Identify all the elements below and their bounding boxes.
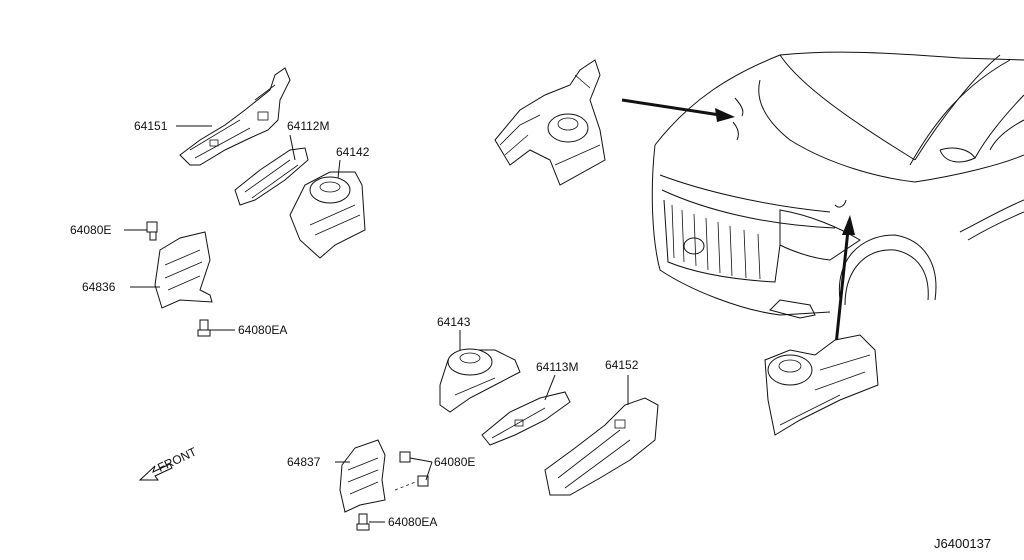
leader-lines [124, 125, 629, 523]
bolt-64080e-top [146, 221, 158, 241]
label-64080e-top: 64080E [70, 223, 111, 237]
car-outline [651, 51, 1024, 319]
label-64112m: 64112M [287, 119, 329, 133]
part-64152 [544, 397, 659, 496]
label-64143: 64143 [437, 315, 471, 329]
label-64142: 64142 [336, 145, 370, 159]
diagram-id: J6400137 [934, 536, 991, 551]
part-64112m [234, 147, 309, 206]
part-64113m [481, 391, 571, 446]
bolt-64080ea-bottom [356, 513, 370, 531]
part-64151 [179, 67, 291, 166]
part-64836 [154, 231, 213, 309]
label-64080ea-top: 64080EA [238, 323, 287, 337]
part-64142 [289, 171, 366, 259]
front-direction-indicator: FRONT [138, 444, 199, 481]
label-64113m: 64113M [536, 360, 578, 374]
label-64152: 64152 [605, 358, 639, 372]
label-64080ea-bottom: 64080EA [388, 515, 437, 529]
bolt-64080ea-top [197, 319, 211, 337]
upper-assembly-lh [494, 59, 606, 186]
front-label: FRONT [155, 444, 199, 474]
lower-assembly-rh [764, 334, 879, 436]
label-64151: 64151 [134, 119, 168, 133]
bolt-64080e-bottom [394, 451, 429, 491]
label-64080e-bottom: 64080E [434, 455, 475, 469]
callout-arrows [621, 98, 855, 346]
part-64837 [339, 439, 386, 513]
part-64143 [439, 348, 521, 413]
label-64836: 64836 [82, 280, 116, 294]
label-64837: 64837 [287, 455, 321, 469]
